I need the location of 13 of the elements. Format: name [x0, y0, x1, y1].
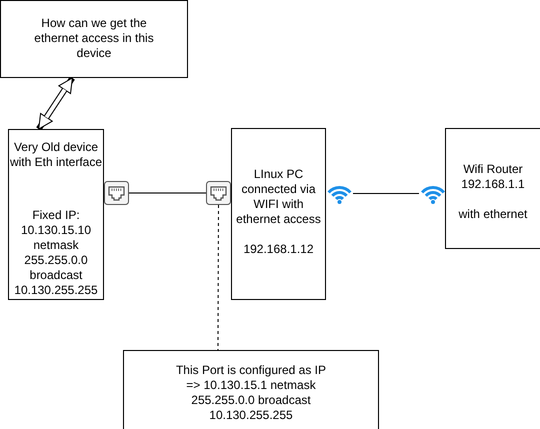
text-box: [8, 129, 104, 300]
box-text: 192.168.1.12: [243, 242, 314, 257]
text-box: [0, 0, 188, 78]
text-box: [231, 128, 326, 300]
text-box: [123, 350, 379, 429]
box-text: Wifi Router 192.168.1.1: [460, 162, 526, 192]
box-text: with ethernet: [458, 207, 528, 222]
box-text: Fixed IP: 10.130.15.10 netmask 255.255.0.0 broadcast 10.130.255.255: [13, 208, 99, 298]
box-text: How can we get the ethernet access in this device: [33, 16, 155, 61]
text-box: [445, 128, 540, 249]
box-text: Very Old device with Eth interface: [9, 140, 103, 170]
box-text: This Port is configured as IP => 10.130.15.1 netmask 255.255.0.0 broadcast 10.130.255.255: [174, 363, 328, 423]
box-text: LInux PC connected via WIFI with ethernet access: [235, 167, 322, 227]
